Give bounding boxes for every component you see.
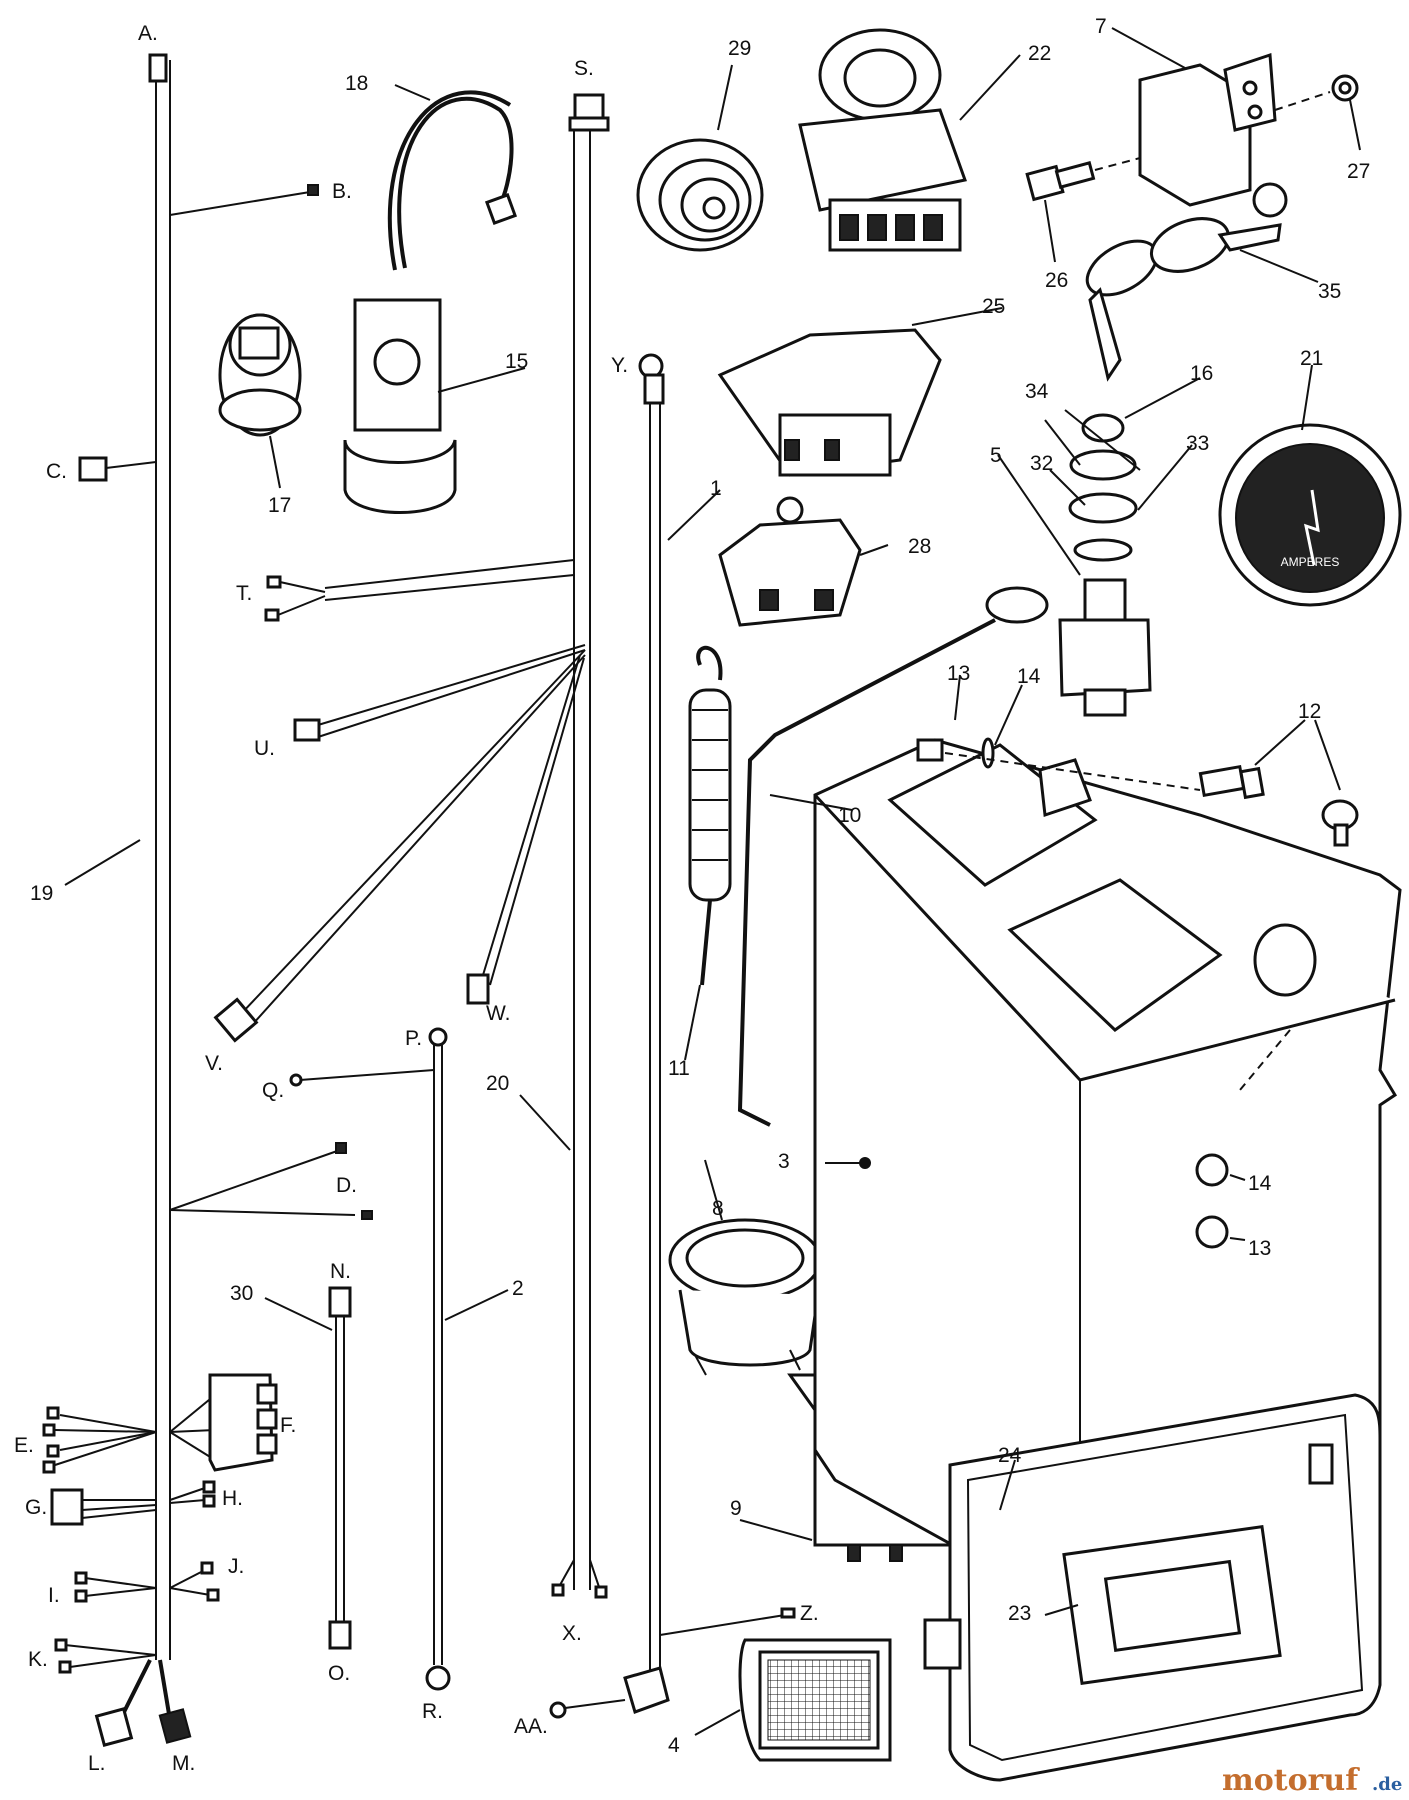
cable-1 — [549, 353, 796, 1719]
label-7: 7 — [1095, 15, 1107, 38]
switch-25 — [717, 328, 942, 477]
battery-hardware — [916, 737, 1359, 1091]
label-K: K. — [28, 1648, 48, 1671]
lamp-4 — [738, 1638, 892, 1762]
label-16: 16 — [1190, 362, 1213, 385]
label-H: H. — [222, 1487, 243, 1510]
label-20: 20 — [486, 1072, 509, 1095]
label-9: 9 — [730, 1497, 742, 1520]
relay-22 — [798, 28, 967, 252]
switch-bracket-7 — [1025, 52, 1359, 218]
gauge-label: AMPERES — [1281, 555, 1340, 569]
secondary-wiring-harness — [213, 93, 610, 1599]
label-F: F. — [280, 1414, 296, 1437]
label-28: 28 — [908, 535, 931, 558]
letter-labels: A. B. C. T. U. V. W. P. Q. D. N. F. E. G… — [14, 22, 819, 1775]
label-O: O. — [328, 1662, 350, 1685]
label-14-bottom: 14 — [1248, 1172, 1272, 1195]
label-R: R. — [422, 1700, 443, 1723]
label-14-top: 14 — [1017, 665, 1041, 688]
battery-3 — [813, 738, 1402, 1632]
bracket-15 — [343, 298, 457, 514]
battery-tray-24 — [923, 1393, 1382, 1782]
keys-35 — [1085, 217, 1282, 382]
label-Y: Y. — [611, 354, 628, 377]
label-26: 26 — [1045, 269, 1068, 292]
label-L: L. — [88, 1752, 106, 1775]
label-32: 32 — [1030, 452, 1053, 475]
label-U: U. — [254, 737, 275, 760]
jumper-30 — [328, 1286, 352, 1650]
label-25: 25 — [982, 295, 1005, 318]
horn-8 — [668, 1218, 822, 1376]
label-J: J. — [228, 1555, 244, 1578]
label-19: 19 — [30, 882, 53, 905]
watermark-brand: motoruf — [1222, 1763, 1360, 1798]
label-G: G. — [25, 1496, 47, 1519]
label-34: 34 — [1025, 380, 1049, 403]
label-11: 11 — [668, 1057, 690, 1080]
label-12: 12 — [1298, 700, 1321, 723]
label-23: 23 — [1008, 1602, 1031, 1625]
rod-10 — [737, 586, 1049, 1127]
ignition-switch-5 — [1058, 413, 1152, 717]
label-5: 5 — [990, 444, 1002, 467]
label-30: 30 — [230, 1282, 253, 1305]
label-18: 18 — [345, 72, 368, 95]
label-N: N. — [330, 1260, 351, 1283]
number-labels: 18 29 22 7 27 26 35 25 15 17 16 34 33 32… — [30, 15, 1370, 1757]
switch-28 — [718, 496, 862, 627]
bushing-17 — [218, 313, 302, 437]
label-33: 33 — [1186, 432, 1209, 455]
label-B: B. — [332, 180, 352, 203]
label-15: 15 — [505, 350, 528, 373]
label-29: 29 — [728, 37, 751, 60]
label-10: 10 — [838, 804, 861, 827]
label-A: A. — [138, 22, 158, 45]
label-35: 35 — [1318, 280, 1341, 303]
label-C: C. — [46, 460, 67, 483]
cable-tie — [387, 90, 518, 271]
label-2: 2 — [512, 1277, 524, 1300]
label-13-top: 13 — [947, 662, 970, 685]
label-AA: AA. — [514, 1715, 548, 1738]
spring-11 — [688, 645, 732, 986]
label-E: E. — [14, 1434, 34, 1457]
label-1: 1 — [710, 477, 722, 500]
label-22: 22 — [1028, 42, 1051, 65]
label-M: M. — [172, 1752, 195, 1775]
label-24: 24 — [998, 1444, 1022, 1467]
label-W: W. — [486, 1002, 511, 1025]
label-P: P. — [405, 1027, 422, 1050]
leader-lines — [64, 27, 1361, 1736]
watermark-suffix: .de — [1372, 1774, 1402, 1795]
label-D: D. — [336, 1174, 357, 1197]
label-27: 27 — [1347, 160, 1370, 183]
label-I: I. — [48, 1584, 60, 1607]
main-wiring-harness — [42, 53, 373, 1747]
label-3: 3 — [778, 1150, 790, 1173]
label-V: V. — [205, 1052, 223, 1075]
label-X: X. — [562, 1622, 582, 1645]
cable-2 — [289, 1027, 451, 1691]
label-Z: Z. — [800, 1602, 819, 1625]
label-13-bottom: 13 — [1248, 1237, 1271, 1260]
watermark-logo: motoruf .de — [1222, 1763, 1402, 1798]
label-17: 17 — [268, 494, 291, 517]
label-S: S. — [574, 57, 594, 80]
ammeter-gauge-21: AMPERES — [1218, 423, 1402, 607]
label-T: T. — [236, 582, 252, 605]
label-8: 8 — [712, 1197, 724, 1220]
label-Q: Q. — [262, 1079, 284, 1102]
label-4: 4 — [668, 1734, 680, 1757]
knob-29 — [636, 138, 764, 252]
label-21: 21 — [1300, 347, 1323, 370]
